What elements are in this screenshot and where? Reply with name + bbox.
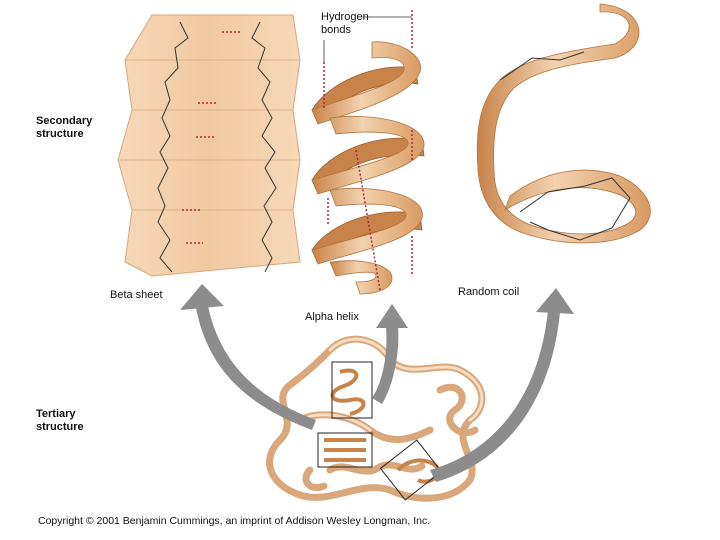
tertiary-sheet (324, 440, 366, 460)
arrow-to-alpha-helix-icon (372, 304, 408, 404)
alpha-helix (312, 10, 424, 294)
tertiary-helix (333, 371, 364, 414)
random-coil (477, 4, 650, 243)
beta-sheet (118, 15, 300, 276)
copyright-notice: Copyright © 2001 Benjamin Cummings, an i… (38, 515, 430, 527)
beta-sheet-pleats (118, 15, 300, 276)
structure-arrows (180, 284, 574, 482)
arrow-to-beta-sheet-icon (180, 284, 316, 430)
